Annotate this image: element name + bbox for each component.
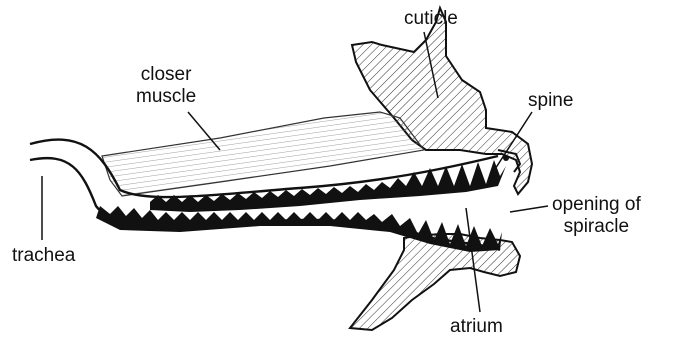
label-atrium: atrium: [450, 316, 503, 338]
label-atrium-text: atrium: [450, 316, 503, 338]
label-spine-text: spine: [528, 90, 573, 112]
label-closer-muscle-line1: closer: [136, 64, 196, 86]
label-spine: spine: [528, 90, 573, 112]
label-opening-of-spiracle: opening of spiracle: [552, 194, 641, 238]
label-closer-muscle: closer muscle: [136, 64, 196, 108]
label-cuticle-text: cuticle: [404, 8, 458, 30]
label-opening-line2: spiracle: [552, 216, 641, 238]
label-trachea: trachea: [12, 245, 75, 267]
upper-cuticle: [352, 8, 532, 194]
leader-opening: [510, 206, 548, 212]
label-trachea-text: trachea: [12, 245, 75, 267]
label-opening-line1: opening of: [552, 194, 641, 216]
closer-muscle: [102, 112, 424, 196]
label-cuticle: cuticle: [404, 8, 458, 30]
label-closer-muscle-line2: muscle: [136, 86, 196, 108]
lower-teeth-lining: [96, 206, 502, 252]
